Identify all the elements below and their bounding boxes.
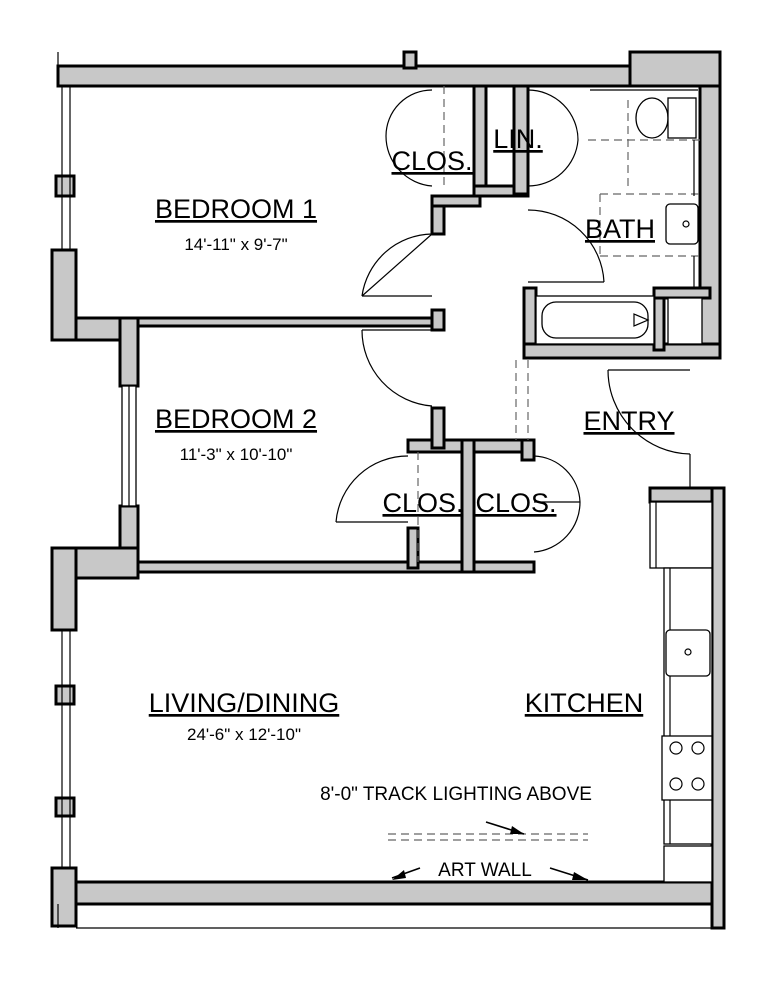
door-swing: [607, 369, 691, 455]
door-swing: [527, 139, 579, 187]
arrow-head: [392, 870, 406, 880]
door-jamb-bed2: [430, 308, 446, 332]
jog-wall-lower: [74, 546, 140, 580]
door-swing: [335, 455, 409, 523]
bed1-closet-wall: [430, 194, 482, 208]
room-labels: BEDROOM 1 14'-11" x 9'-7" BEDROOM 2 11'-…: [149, 124, 675, 881]
door-swing: [533, 501, 581, 553]
kitchen-label: KITCHEN: [525, 688, 644, 718]
living-dining-label: LIVING/DINING: [149, 688, 340, 718]
bedroom1-label: BEDROOM 1: [155, 194, 317, 224]
left-pier-3: [54, 796, 76, 818]
living-dining-dimensions: 24'-6" x 12'-10": [187, 725, 301, 744]
closet-right-jamb: [520, 438, 536, 462]
dashed-lines: [388, 86, 700, 841]
bottom-wall: [74, 880, 714, 906]
bed1-bed2-wall: [136, 316, 446, 328]
track-lighting-note: 8'-0" TRACK LIGHTING ABOVE: [320, 784, 592, 805]
toilet-tank: [667, 97, 697, 139]
bath-left-wall: [512, 84, 530, 196]
bedroom1-closet-label: CLOS.: [391, 146, 472, 176]
burner: [669, 777, 683, 791]
linen-left-wall: [472, 84, 488, 196]
burner: [669, 741, 683, 755]
bedroom2-dimensions: 11'-3" x 10'-10": [180, 445, 293, 464]
right-wall-upper: [698, 84, 722, 360]
door-leaf: [361, 233, 433, 297]
door-swing: [385, 135, 433, 187]
windows: [57, 52, 712, 929]
kitchen-sink: [665, 629, 711, 677]
burner: [691, 741, 705, 755]
kitchen-counter: [663, 567, 713, 845]
top-wall: [56, 64, 632, 88]
bath-shaft-top: [652, 286, 712, 300]
bathtub-basin: [541, 301, 649, 339]
door-swing: [527, 209, 605, 283]
door-swing: [385, 89, 433, 137]
bedroom2-closet-label: CLOS.: [382, 488, 463, 518]
kitchen-cabinet: [649, 501, 713, 569]
bath-label: BATH: [585, 214, 655, 244]
bedroom1-dimensions: 14'-11" x 9'-7": [184, 235, 287, 254]
left-column-lower: [50, 866, 78, 928]
refrigerator: [663, 845, 713, 883]
arrow-head: [510, 826, 524, 834]
closet-left-jamb: [406, 526, 420, 570]
bath-bottom-wall: [522, 342, 722, 360]
walls: [50, 50, 726, 930]
closet-stub: [430, 406, 446, 450]
right-wall-lower: [710, 486, 726, 930]
kitchen-sink-drain: [684, 648, 692, 656]
doors: [335, 89, 691, 553]
bed2-living-wall: [136, 560, 536, 574]
left-column-middle: [50, 546, 78, 632]
toilet-bowl: [635, 97, 669, 139]
left-pier-1: [54, 174, 76, 198]
art-wall-note: ART WALL: [438, 860, 532, 881]
sink-drain: [682, 220, 690, 228]
bedroom2-label: BEDROOM 2: [155, 404, 317, 434]
bath-sink: [665, 203, 699, 245]
top-right-wall: [628, 50, 722, 88]
closet-divider: [460, 438, 476, 574]
door-swing: [361, 233, 433, 297]
tub-drain: [633, 313, 650, 327]
door-swing: [527, 89, 579, 141]
left-column-upper: [50, 248, 78, 342]
annotation-arrows: [391, 821, 589, 881]
left-pier-2: [54, 684, 76, 706]
arrow-head: [572, 872, 588, 880]
door-swing: [533, 455, 581, 503]
range: [661, 735, 713, 801]
jog-wall-side: [118, 316, 140, 388]
bath-shaft: [667, 297, 703, 345]
top-wall-stub: [402, 50, 418, 70]
hall-closet-label: CLOS.: [475, 488, 556, 518]
burner: [691, 777, 705, 791]
entry-label: ENTRY: [583, 406, 674, 436]
linen-label: LIN.: [493, 124, 543, 154]
bath-fixtures: [535, 89, 703, 345]
kitchen-fixtures: [649, 501, 713, 883]
door-swing: [361, 329, 433, 407]
